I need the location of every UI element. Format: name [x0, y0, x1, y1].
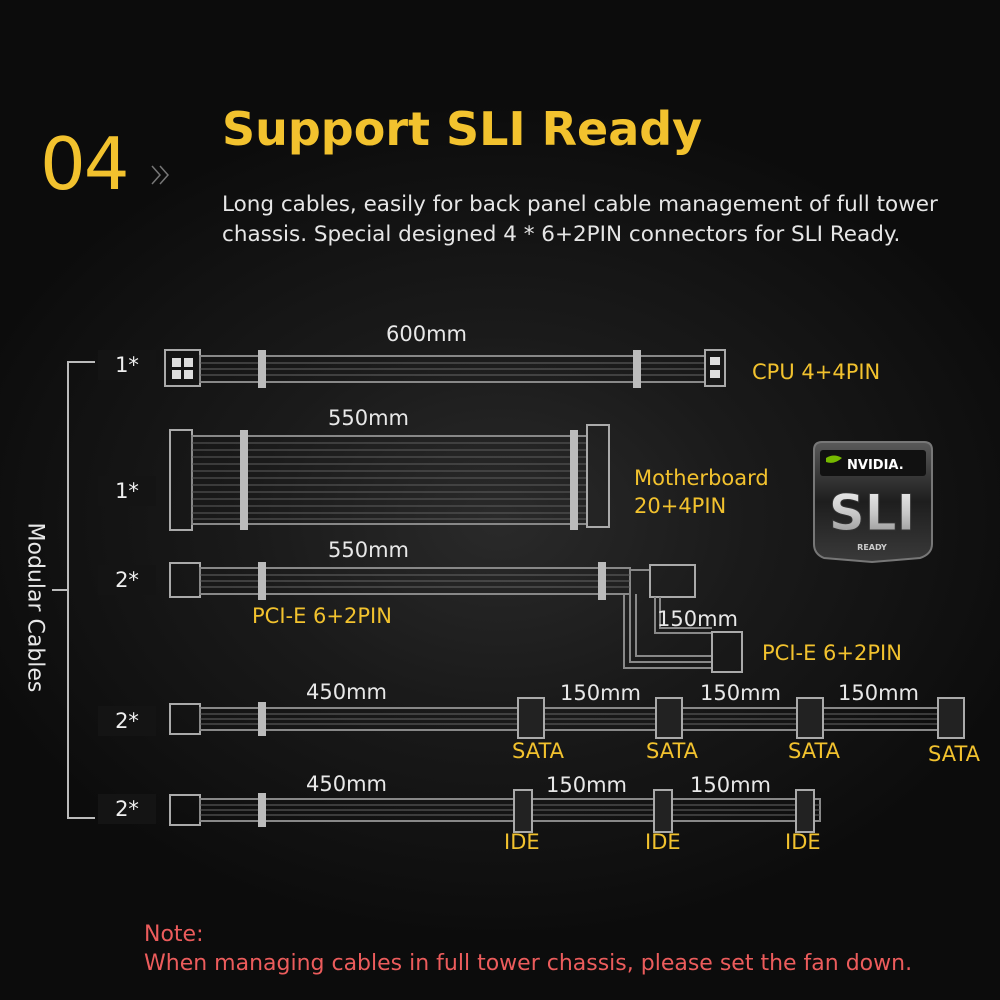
ide-count: 2* — [98, 794, 156, 824]
modular-bracket — [52, 361, 95, 819]
motherboard-name-2: 20+4PIN — [634, 494, 727, 518]
cpu-length: 600mm — [386, 322, 467, 346]
pcie-ext-length: 150mm — [657, 607, 738, 631]
note-title: Note: — [144, 922, 204, 947]
sata-length-2: 150mm — [560, 681, 641, 705]
motherboard-length: 550mm — [328, 406, 409, 430]
pcie-ext-name: PCI-E 6+2PIN — [762, 641, 902, 665]
ide-length-3: 150mm — [690, 773, 771, 797]
pcie-length: 550mm — [328, 538, 409, 562]
ide-connector-1: IDE — [504, 830, 540, 854]
motherboard-count: 1* — [98, 476, 156, 506]
badge-text: SLI — [829, 484, 915, 542]
sata-count: 2* — [98, 706, 156, 736]
cpu-cable — [164, 349, 726, 388]
badge-brand: NVIDIA. — [847, 458, 904, 473]
note-text: When managing cables in full tower chass… — [144, 951, 913, 976]
pcie-cable — [169, 562, 743, 673]
description: Long cables, easily for back panel cable… — [222, 192, 938, 247]
chevron-right-icon — [151, 165, 170, 185]
cpu-name: CPU 4+4PIN — [752, 360, 881, 384]
sata-connector-2: SATA — [646, 739, 699, 763]
nvidia-sli-logo: NVIDIA. SLI READY — [813, 441, 933, 564]
modular-cables-label: Modular Cables — [22, 522, 48, 693]
pcie-count: 2* — [98, 565, 156, 595]
ide-length-2: 150mm — [546, 773, 627, 797]
section-number: 04 — [40, 122, 130, 206]
sata-cable — [169, 697, 965, 739]
page-title: Support SLI Ready — [222, 102, 703, 156]
badge-sub: READY — [857, 543, 887, 552]
ide-connector-2: IDE — [645, 830, 681, 854]
pcie-name: PCI-E 6+2PIN — [252, 604, 392, 628]
motherboard-name-1: Motherboard — [634, 466, 769, 490]
sata-connector-3: SATA — [788, 739, 841, 763]
ide-cable — [169, 789, 821, 833]
cpu-count: 1* — [98, 350, 156, 380]
sata-length-4: 150mm — [838, 681, 919, 705]
sata-length-1: 450mm — [306, 680, 387, 704]
sata-length-3: 150mm — [700, 681, 781, 705]
ide-length-1: 450mm — [306, 772, 387, 796]
note: Note: When managing cables in full tower… — [144, 920, 912, 978]
motherboard-cable — [169, 424, 610, 531]
sata-connector-1: SATA — [512, 739, 565, 763]
ide-connector-3: IDE — [785, 830, 821, 854]
sata-connector-4: SATA — [928, 742, 981, 766]
